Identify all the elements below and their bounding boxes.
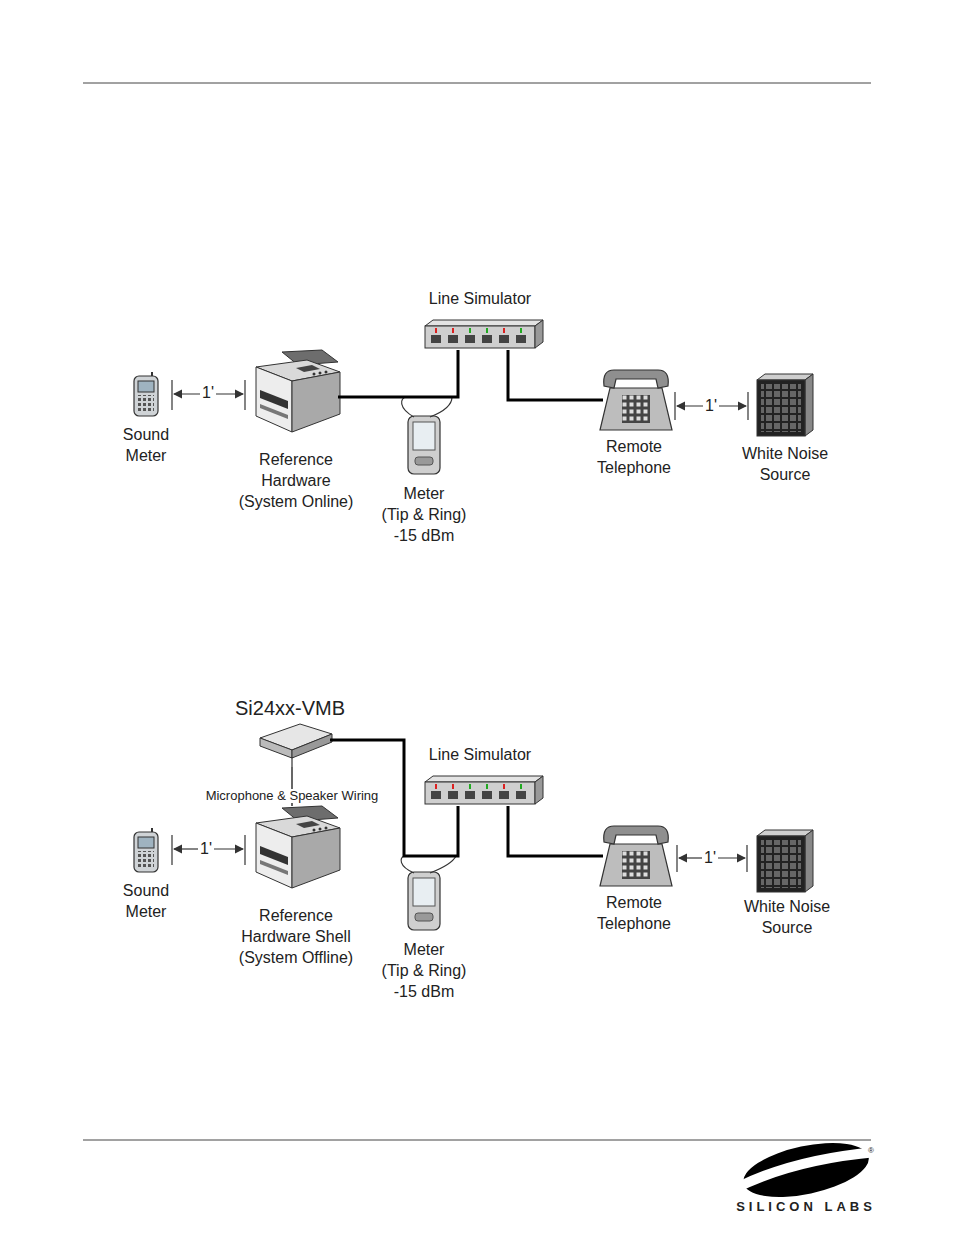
wire-stub [338,396,360,399]
device-label: Reference Hardware (System Online) [232,449,360,512]
logo-mark [731,1132,882,1209]
dimension-label: 1' [200,384,216,402]
line-simulator-icon [425,776,543,804]
meter-leads [401,856,456,873]
device-label-group: Sound Meter [115,424,177,466]
sound-meter-icon [134,828,158,872]
phone-line [360,350,458,397]
device-label: Line Simulator [418,288,543,309]
line-simulator-icon [425,320,543,348]
device-label: Reference Hardware Shell (System Offline… [232,905,360,968]
device-node: Si24xx-VMB [220,695,360,767]
meter-icon [408,416,440,474]
meter-icon [408,872,440,930]
device-label: -15 dBm [369,525,479,546]
device-label: (Tip & Ring) [369,504,479,525]
device-label-group: Line Simulator [418,288,543,309]
device-label: Remote Telephone [589,436,679,478]
device-node: Line Simulator [418,285,546,350]
telephone-icon [600,826,672,886]
device-label-group: Meter(Tip & Ring)-15 dBm [369,939,479,1002]
device-label-group: Sound Meter [115,880,177,922]
device-label: White Noise Source [735,443,835,485]
device-label: White Noise Source [737,896,837,938]
device-node: Line Simulator [418,741,546,806]
telephone-icon [600,370,672,430]
device-node: Sound Meter [115,826,177,922]
device-label: Si24xx-VMB [220,696,360,720]
printer-icon [256,806,340,888]
device-node: Sound Meter [115,370,177,466]
device-label-group: Remote Telephone [589,436,679,478]
device-label-group: Reference Hardware Shell (System Offline… [232,905,360,968]
device-label: Sound Meter [115,880,177,922]
device-node: Meter(Tip & Ring)-15 dBm [369,412,479,546]
wire-stub [588,399,603,402]
noise-source-icon [757,374,813,436]
device-label: Meter [369,483,479,504]
vmb-icon [260,724,332,758]
logo-text: ® [866,1147,876,1156]
device-label: Meter [369,939,479,960]
device-node: Remote Telephone [588,816,680,934]
device-label-group: White Noise Source [735,443,835,485]
sound-meter-icon [134,372,158,416]
dimension-label: 1' [703,397,719,415]
wire-label: Microphone & Speaker Wiring [204,789,381,803]
device-node: Reference Hardware Shell (System Offline… [232,806,360,971]
printer-icon [256,350,340,432]
device-node: Remote Telephone [588,360,680,478]
device-label-group: Meter(Tip & Ring)-15 dBm [369,483,479,546]
device-node: White Noise Source [735,828,837,940]
device-label-group: White Noise Source [737,896,837,938]
wire-stub [291,757,292,767]
device-node: White Noise Source [735,372,835,485]
device-label: Line Simulator [418,744,543,765]
device-node: Meter(Tip & Ring)-15 dBm [369,868,479,1002]
meter-leads [402,397,452,417]
dimension-line [172,380,748,420]
device-node: Reference Hardware (System Online) [232,345,360,512]
device-label: (Tip & Ring) [369,960,479,981]
header-rule [83,83,871,84]
device-label-group: Line Simulator [418,744,543,765]
dimension-label: 1' [198,840,214,858]
device-label-group: Si24xx-VMB [220,696,360,720]
phone-line [508,350,588,400]
footer-rule [83,1140,871,1141]
device-label: Sound Meter [115,424,177,466]
logo-text: SILICON LABS [734,1200,878,1214]
wire-stub [588,855,603,858]
wire-stub [330,739,360,742]
device-label: Remote Telephone [589,892,679,934]
phone-line [508,806,588,856]
dimension-label: 1' [702,849,718,867]
device-label-group: Remote Telephone [589,892,679,934]
device-label-group: Reference Hardware (System Online) [232,449,360,512]
noise-source-icon [757,830,813,892]
device-label: -15 dBm [369,981,479,1002]
